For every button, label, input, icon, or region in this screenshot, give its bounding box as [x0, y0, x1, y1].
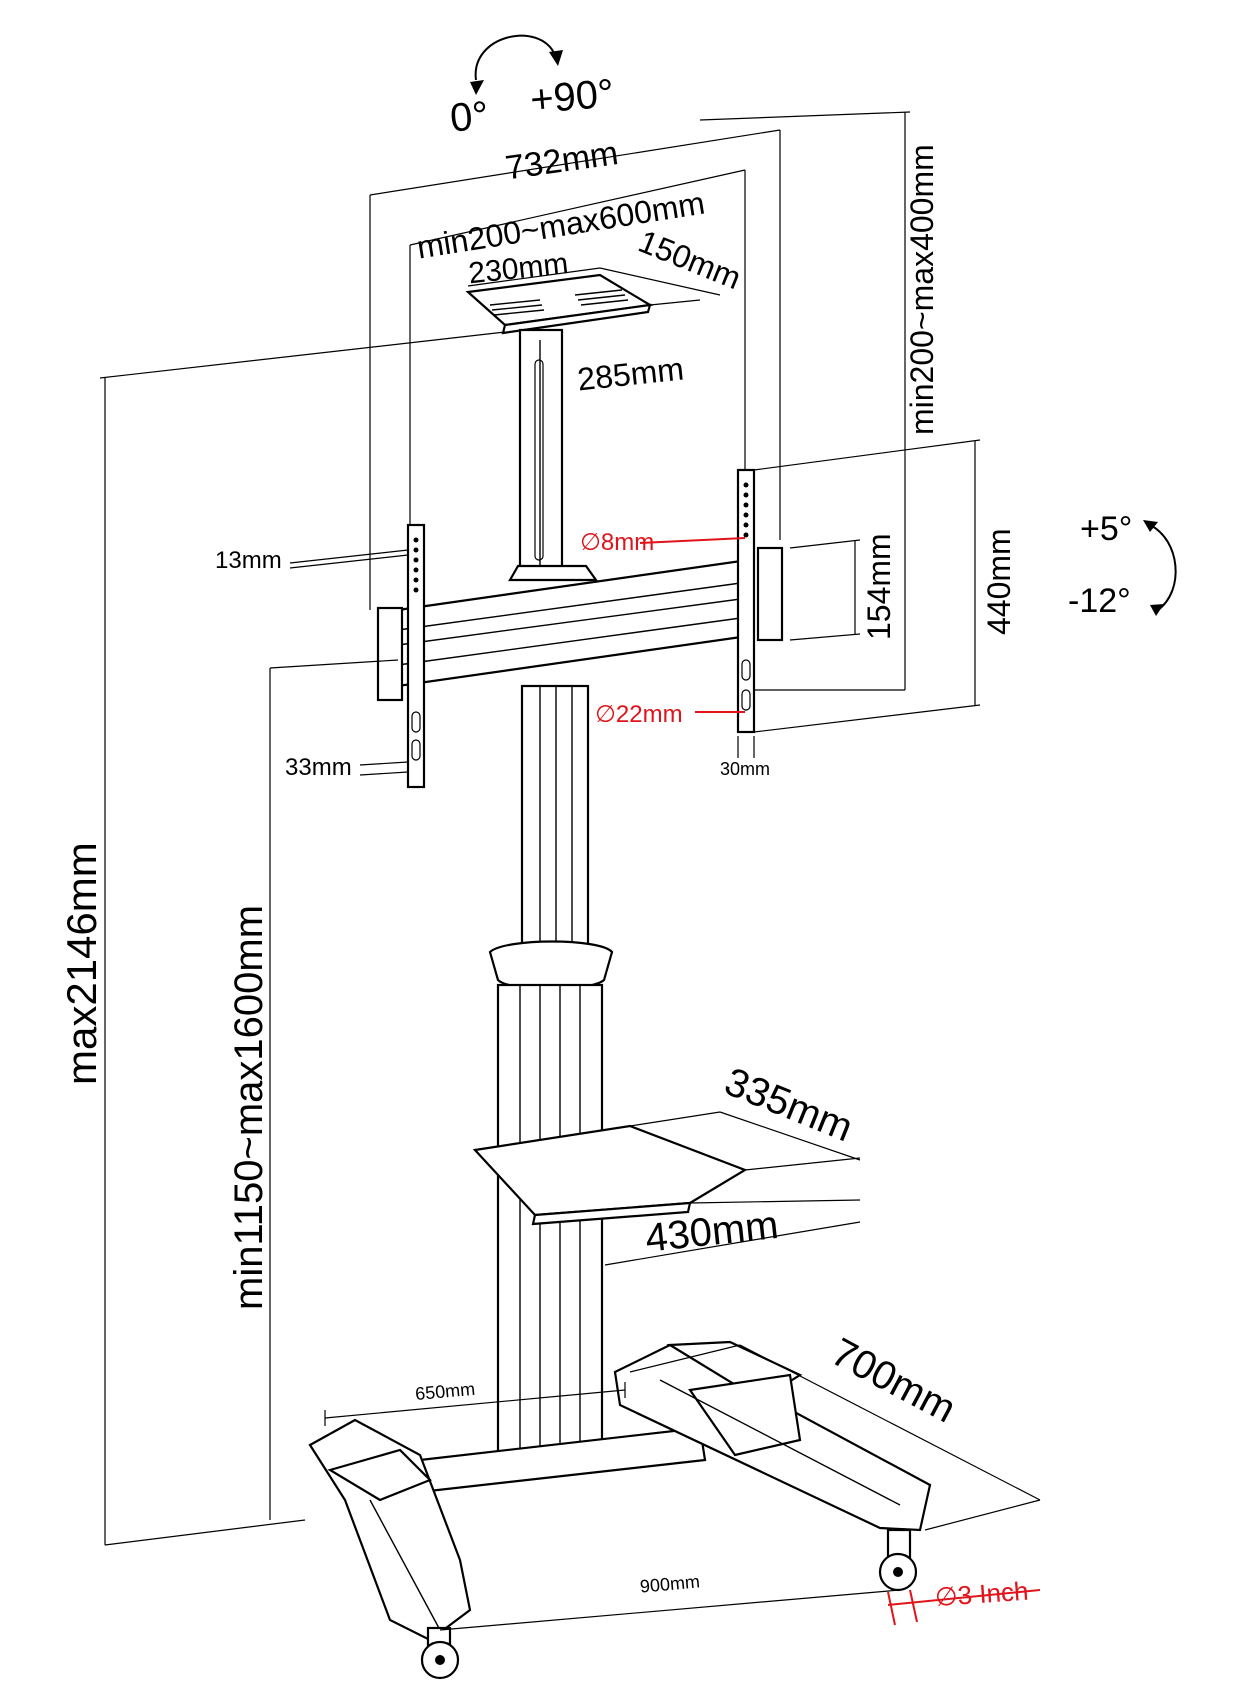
caster-dimension: [887, 1589, 1041, 1626]
shelf-depth-label: 335mm: [719, 1060, 859, 1151]
tilt-up-label: +5°: [1080, 510, 1132, 548]
bracket-dimension-lines: [269, 439, 981, 1520]
dimension-lines-top: [369, 111, 911, 691]
caster-wheel-left: [420, 1626, 460, 1680]
right-bracket: [736, 468, 784, 734]
tray-dimension-lines: [99, 267, 721, 379]
bracket-width-label: 30mm: [720, 759, 770, 779]
lower-column: [488, 684, 614, 1457]
base-frame: [308, 1340, 932, 1642]
mount-height-label: min1150~max1600mm: [227, 905, 271, 1310]
caster-size-label: ∅3 Inch: [934, 1576, 1029, 1612]
vesa-vertical-label: min200~max400mm: [904, 144, 940, 435]
middle-shelf: [472, 1124, 748, 1226]
bar-height-label: 154mm: [861, 533, 897, 640]
tray-back-width-label: 285mm: [576, 350, 686, 397]
base-dimension-lines: [324, 1344, 1041, 1631]
slot-hole-label: ∅22mm: [595, 701, 683, 728]
tray-depth-label: 150mm: [634, 223, 746, 296]
top-tray: [465, 273, 654, 335]
tilt-arrow-icon: [1143, 520, 1177, 616]
height-dimension-lines: [104, 378, 306, 1546]
tilt-down-label: -12°: [1068, 582, 1131, 620]
upper-column: [508, 328, 599, 582]
caster-wheel-right: [878, 1528, 918, 1592]
shelf-dimension-lines: [604, 1111, 861, 1266]
max-height-label: max2146mm: [58, 842, 105, 1085]
rotation-arrow-icon: [470, 34, 563, 95]
bracket-foot-label: 33mm: [285, 754, 352, 781]
bolt-hole-label: ∅8mm: [580, 529, 654, 556]
base-width-label: 900mm: [639, 1571, 701, 1596]
base-depth-label: 700mm: [824, 1330, 962, 1431]
rotation-zero-label: 0°: [448, 93, 490, 140]
left-bracket: [376, 523, 426, 789]
bracket-height-label: 440mm: [981, 528, 1017, 635]
overall-width-label: 732mm: [503, 134, 621, 187]
bolt-hole-leader: [639, 537, 746, 544]
rotation-ninety-label: +90°: [528, 71, 615, 122]
base-inner-label: 650mm: [414, 1379, 476, 1404]
bracket-edge-label: 13mm: [215, 547, 282, 574]
